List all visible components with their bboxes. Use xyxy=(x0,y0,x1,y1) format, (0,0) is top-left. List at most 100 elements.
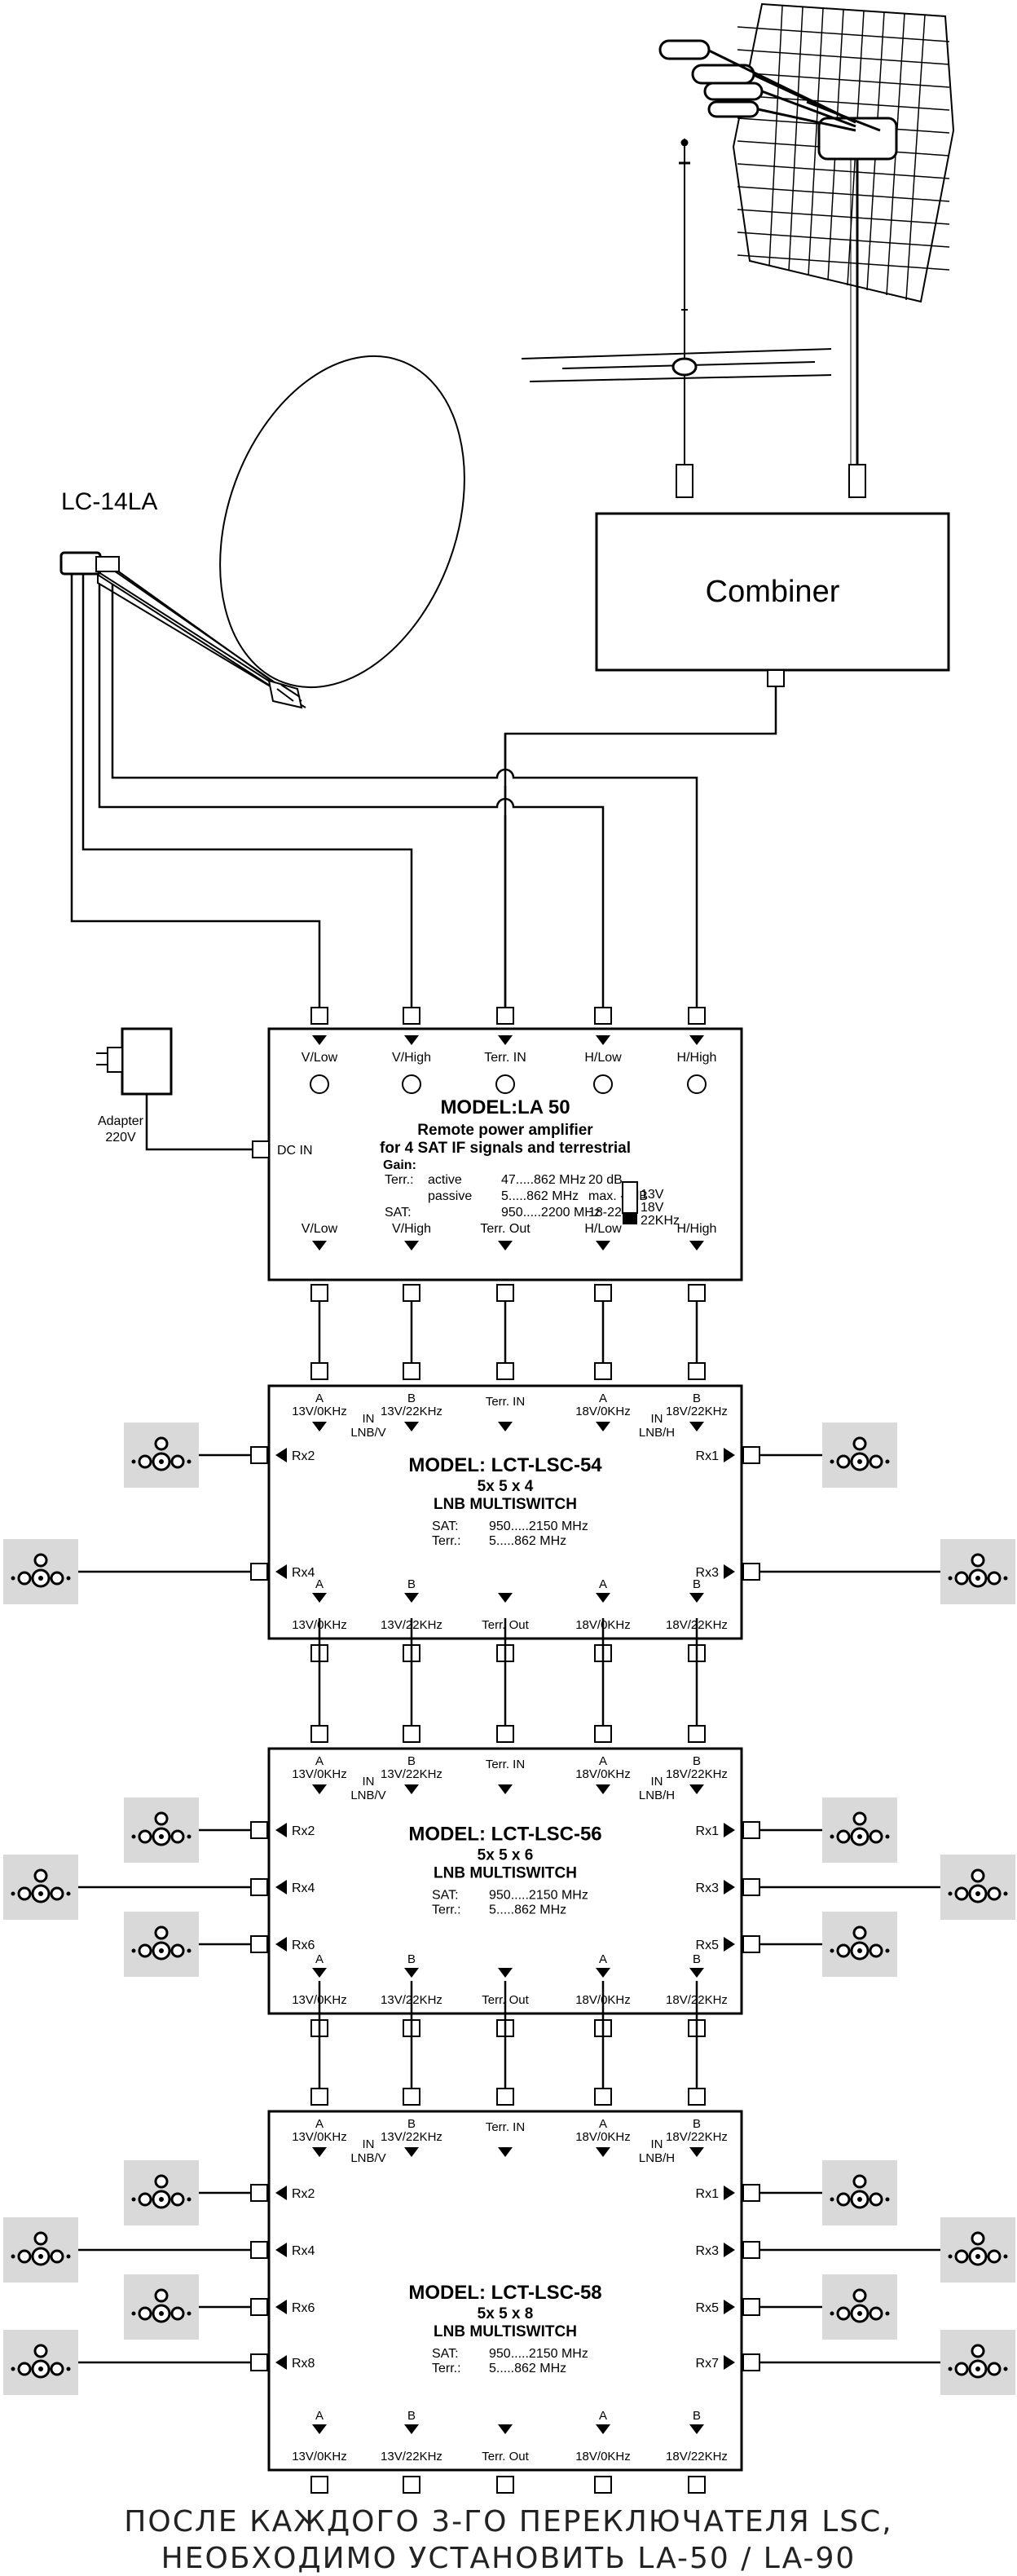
multiswitch-config: 5x 5 x 4 xyxy=(478,1478,534,1495)
rx-port-label: Rx1 xyxy=(696,1824,720,1838)
gain-cell: 47.....862 MHz xyxy=(501,1173,586,1187)
f-connector xyxy=(594,1362,612,1380)
rx-arrow xyxy=(724,1937,735,1952)
f-connector xyxy=(688,1007,706,1025)
f-connector xyxy=(688,2476,706,2494)
amp-subtitle-1: Remote power amplifier xyxy=(417,1122,593,1139)
rx-port-label: Rx4 xyxy=(292,1566,315,1580)
f-connector xyxy=(742,1821,760,1839)
port-arrow xyxy=(404,1784,419,1794)
multiswitch-type: LNB MULTISWITCH xyxy=(434,1496,577,1513)
f-connector xyxy=(250,1935,268,1953)
rx-port-label: Rx5 xyxy=(696,2301,720,2315)
port-arrow xyxy=(596,1241,610,1251)
rx-port-label: Rx8 xyxy=(292,2357,315,2371)
switch-label: 13V xyxy=(641,1188,664,1202)
port-arrow xyxy=(498,1784,513,1794)
svg-text:A: A xyxy=(599,2117,607,2131)
gain-cell: active xyxy=(428,1173,462,1187)
rx-arrow xyxy=(275,2243,287,2257)
tv-outlet xyxy=(122,2159,200,2227)
f-connector xyxy=(688,1284,706,1302)
port-arrow xyxy=(596,1784,610,1794)
rx-port-label: Rx4 xyxy=(292,2244,315,2258)
port-arrow xyxy=(596,1968,610,1978)
f-connector xyxy=(594,1284,612,1302)
svg-text:SAT:: SAT: xyxy=(432,1889,459,1903)
svg-text:A: A xyxy=(315,1392,324,1405)
in-port-label: 18V/22KHz xyxy=(666,1767,728,1781)
port-arrow xyxy=(596,1593,610,1603)
gain-cell: SAT: xyxy=(385,1206,412,1220)
dc-in-label: DC IN xyxy=(277,1144,313,1158)
rx-arrow xyxy=(724,2243,735,2257)
multiswitch-2: A13V/0KHzA13V/0KHzB13V/22KHzB13V/22KHzTe… xyxy=(2,1618,1017,2037)
voltage-switch[interactable] xyxy=(622,1181,638,1214)
multiswitch-type: LNB MULTISWITCH xyxy=(434,2323,577,2340)
f-connector xyxy=(310,2476,328,2494)
f-connector xyxy=(250,1446,268,1464)
rx-arrow xyxy=(275,2186,287,2200)
port-arrow xyxy=(404,1035,419,1045)
svg-text:A: A xyxy=(315,1952,324,1966)
svg-text:LNB/H: LNB/H xyxy=(639,1426,675,1440)
svg-text:B: B xyxy=(693,2409,701,2423)
svg-text:A: A xyxy=(599,2409,607,2423)
tv-outlet xyxy=(939,1537,1017,1606)
f-connector xyxy=(403,1284,420,1302)
svg-text:B: B xyxy=(407,1392,416,1405)
caption-line-1: ПОСЛЕ КАЖДОГО 3-ГО ПЕРЕКЛЮЧАТЕЛЯ LSC, xyxy=(124,2505,892,2539)
svg-text:LNB/V: LNB/V xyxy=(350,2151,385,2165)
f-connector xyxy=(250,2298,268,2316)
f-connector xyxy=(594,1725,612,1743)
in-port-label: Terr. IN xyxy=(486,2120,525,2134)
rx-arrow xyxy=(724,2300,735,2314)
rx-arrow xyxy=(724,1880,735,1895)
amp-out-port-label: Terr. Out xyxy=(480,1222,531,1236)
svg-text:220V: 220V xyxy=(105,1131,136,1145)
gain-title: Gain: xyxy=(383,1158,416,1172)
svg-text:B: B xyxy=(407,1754,416,1768)
f-connector xyxy=(496,2476,514,2494)
caption-line-2: НЕОБХОДИМО УСТАНОВИТЬ LA-50 / LA-90 xyxy=(161,2542,856,2575)
tv-outlet xyxy=(821,2159,899,2227)
port-arrow xyxy=(312,1241,327,1251)
multiswitch-config: 5x 5 x 8 xyxy=(478,2305,534,2322)
rx-port-label: Rx3 xyxy=(696,1881,720,1895)
port-arrow xyxy=(312,1968,327,1978)
rx-port-label: Rx7 xyxy=(696,2357,720,2371)
multiswitch-model: MODEL: LCT-LSC-58 xyxy=(408,2282,601,2304)
in-port-label: 13V/22KHz xyxy=(381,2130,442,2144)
port-arrow xyxy=(689,1422,704,1431)
power-adapter: Adapter 220V xyxy=(96,1027,261,1151)
port-arrow xyxy=(498,1035,513,1045)
tv-outlet xyxy=(821,2273,899,2341)
svg-text:LNB/H: LNB/H xyxy=(639,1789,675,1802)
gain-cell: 20 dB xyxy=(588,1173,623,1187)
svg-text:Adapter: Adapter xyxy=(98,1114,144,1128)
gain-cell: 950.....2200 MHz xyxy=(501,1206,601,1220)
switch-label: 22KHz xyxy=(641,1214,680,1228)
in-port-label: 18V/22KHz xyxy=(666,1405,728,1418)
port-arrow xyxy=(498,1422,513,1431)
port-arrow xyxy=(689,1784,704,1794)
tv-outlet xyxy=(122,2273,200,2341)
f-connector xyxy=(742,1878,760,1896)
f-connector xyxy=(496,1362,514,1380)
multiswitch-model: MODEL: LCT-LSC-56 xyxy=(408,1824,601,1846)
tv-outlet xyxy=(2,2328,80,2397)
out-port-label: 18V/22KHz xyxy=(666,2450,728,2464)
tv-outlet xyxy=(939,1853,1017,1921)
f-connector xyxy=(688,2088,706,2106)
f-connector xyxy=(742,2298,760,2316)
tv-outlet xyxy=(939,2216,1017,2284)
port-arrow xyxy=(312,1422,327,1431)
tv-outlet xyxy=(821,1421,899,1489)
rx-port-label: Rx2 xyxy=(292,1824,315,1838)
f-connector xyxy=(742,2353,760,2371)
switch-label: 18V xyxy=(641,1201,664,1215)
svg-text:A: A xyxy=(315,1577,324,1591)
f-connector xyxy=(742,2184,760,2202)
f-connector xyxy=(310,1725,328,1743)
